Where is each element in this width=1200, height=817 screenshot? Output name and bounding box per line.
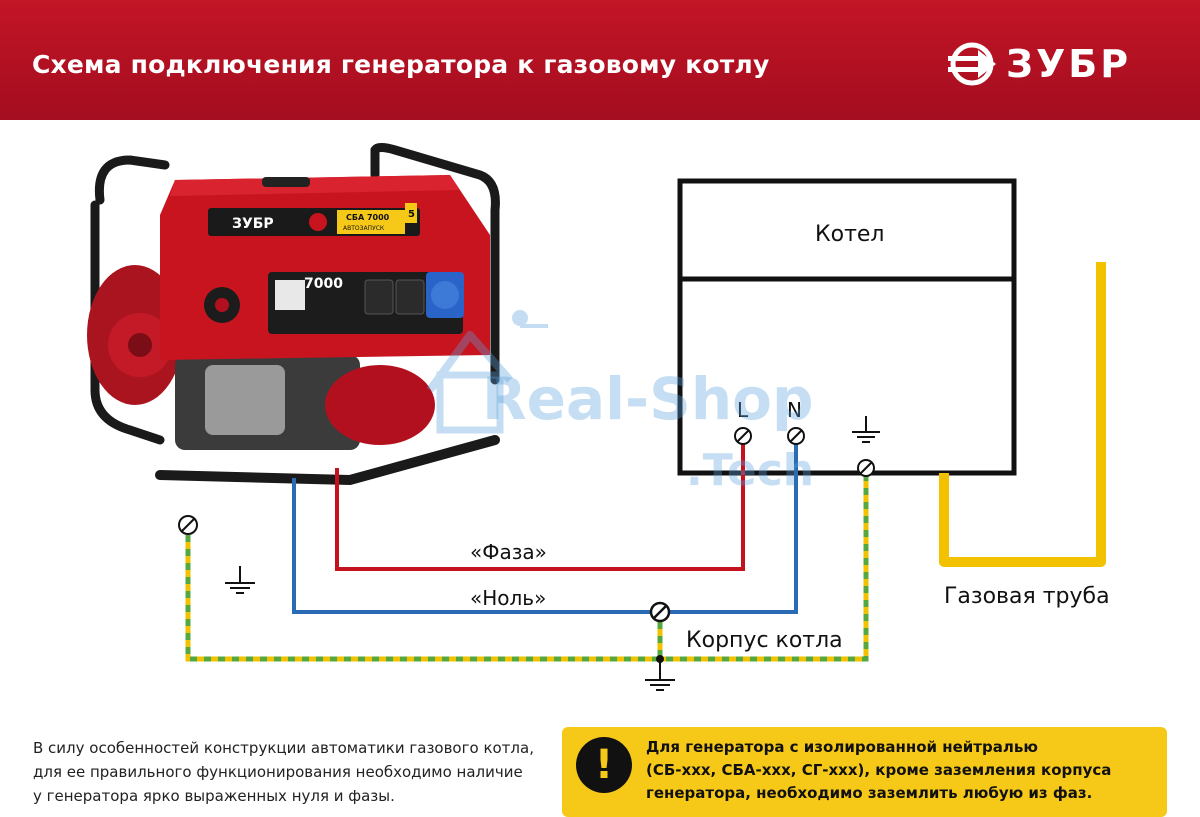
wiring-diagram: ЗУБР СБА 7000 АВТОЗАПУСК 5 7000: [87, 143, 1106, 691]
ground-symbol-generator-icon: [225, 566, 255, 594]
boiler-ground-terminal-icon: [857, 459, 875, 477]
gas-pipe: [939, 262, 1106, 567]
junction-terminal-icon: [649, 601, 671, 623]
case-label: Корпус котла: [686, 628, 843, 653]
generator-model: СБА 7000: [346, 213, 390, 222]
warning-line: (СБ-ххх, СБА-ххх, СГ-ххх), кроме заземле…: [646, 761, 1112, 779]
generator-ground-terminal-icon: [178, 515, 198, 535]
page-title: Схема подключения генератора к газовому …: [32, 50, 770, 79]
ground-symbol-boiler-icon: [852, 416, 880, 443]
header-banner: Схема подключения генератора к газовому …: [0, 0, 1200, 120]
generator-years: 5: [408, 209, 415, 220]
description-line: у генератора ярко выраженных нуля и фазы…: [33, 787, 395, 805]
warning-icon: !: [576, 737, 632, 793]
description-line: для ее правильного функционирования необ…: [33, 763, 523, 781]
generator-power: 7000: [304, 276, 343, 292]
watermark-house-icon: [426, 310, 548, 434]
neutral-label: «Ноль»: [470, 586, 547, 610]
terminal-l-label: L: [737, 398, 749, 422]
warning-line: Для генератора с изолированной нейтралью: [646, 738, 1038, 756]
neutral-wire: [292, 438, 798, 614]
watermark-text: Real-Shop: [482, 365, 814, 433]
boiler-label: Котел: [815, 222, 885, 247]
warning-note: ! Для генератора с изолированной нейтрал…: [562, 727, 1167, 817]
boiler-box: [677, 178, 1017, 476]
warning-line: генератора, необходимо заземлить любую и…: [646, 784, 1093, 802]
terminal-n-icon: [787, 427, 805, 445]
phase-label: «Фаза»: [470, 540, 547, 564]
brand-logo: ЗУБР: [948, 40, 1170, 88]
watermark-text-domain: .Tech: [686, 445, 815, 496]
terminal-n-label: N: [787, 398, 802, 422]
warning-text: Для генератора с изолированной нейтралью…: [646, 736, 1111, 805]
ground-symbol-junction-icon: [645, 679, 675, 691]
terminal-l-icon: [734, 427, 752, 445]
generator-brand: ЗУБР: [232, 216, 274, 232]
gas-pipe-label: Газовая труба: [944, 584, 1110, 609]
generator-illustration: ЗУБР СБА 7000 АВТОЗАПУСК 5 7000: [87, 143, 500, 486]
description-text: В силу особенностей конструкции автомати…: [33, 736, 534, 808]
junction-dot: [656, 655, 664, 663]
phase-wire: [335, 438, 745, 571]
logo-emblem-icon: [948, 42, 996, 86]
description-line: В силу особенностей конструкции автомати…: [33, 739, 534, 757]
brand-name: ЗУБР: [1006, 42, 1132, 86]
generator-mode: АВТОЗАПУСК: [343, 225, 385, 232]
